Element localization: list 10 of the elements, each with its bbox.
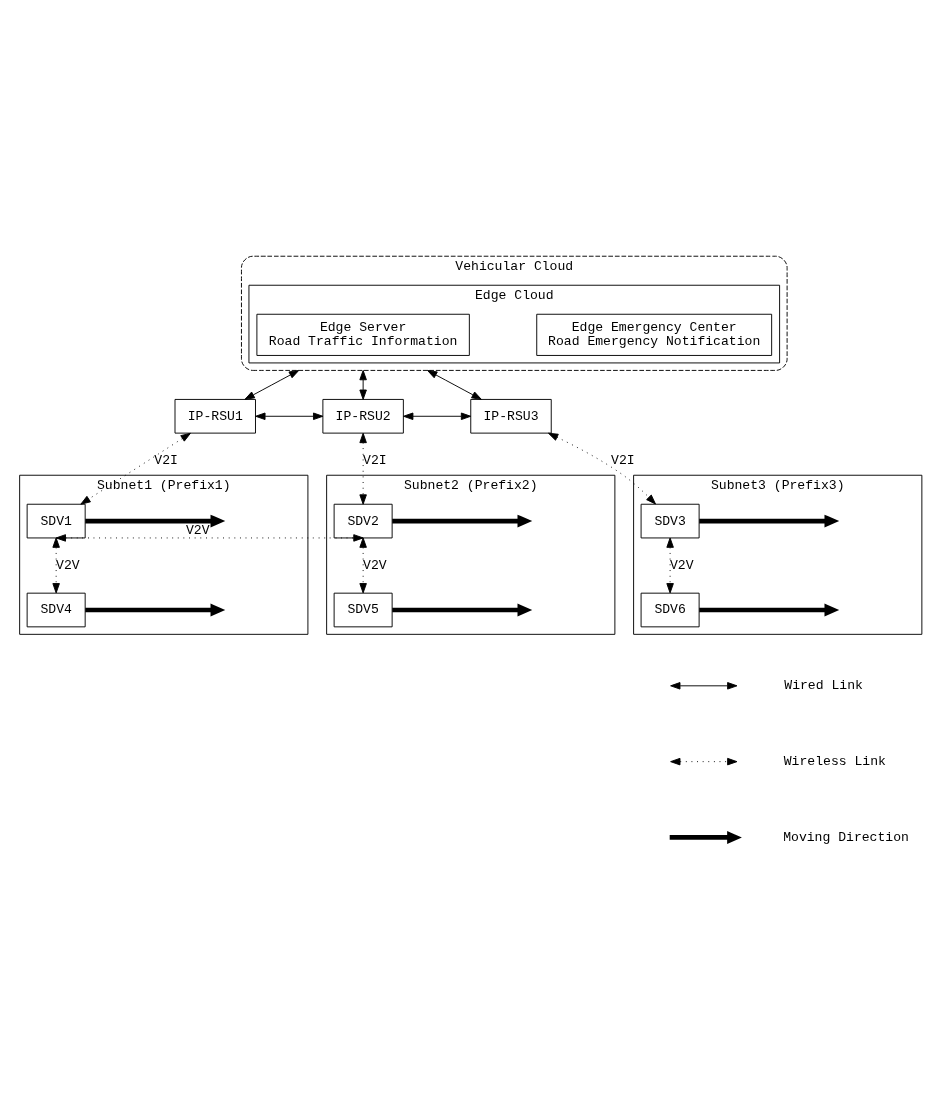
edge-label: V2V	[670, 557, 694, 573]
edge-label: V2V	[185, 522, 210, 538]
edge-label: V2V	[56, 557, 80, 573]
legend-label: Moving Direction	[783, 829, 909, 845]
legend-label: Wireless Link	[783, 753, 886, 769]
edge-label: V2I	[611, 452, 635, 468]
edge-label: V2I	[363, 452, 387, 468]
edge-label: V2I	[154, 452, 178, 468]
edge-label: V2V	[363, 557, 387, 573]
legend-label: Wired Link	[784, 677, 863, 693]
